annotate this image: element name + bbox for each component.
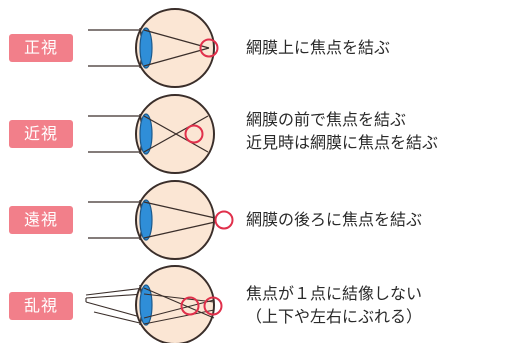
focus-point-circle — [214, 210, 234, 230]
eye-hyperopia-illustration — [88, 180, 234, 260]
refracted-ray — [143, 309, 215, 325]
description-line: （上下や左右にぶれる） — [246, 307, 423, 326]
row-myopia: 近視 網膜の前で焦点を結ぶ 近見時は網膜に焦点を結ぶ — [0, 86, 511, 174]
description-line: 近見時は網膜に焦点を結ぶ — [246, 133, 439, 152]
description-astigmatism: 焦点が１点に結像しない （上下や左右にぶれる） — [246, 282, 422, 328]
refracted-ray-bottom — [143, 47, 210, 67]
incoming-ray — [85, 293, 145, 299]
lens — [139, 27, 153, 69]
lens — [139, 113, 153, 155]
row-hyperopia: 遠視 網膜の後ろに焦点を結ぶ — [0, 172, 511, 260]
row-astigmatism: 乱視 焦点が１点に結像しない （上下や左右にぶれる） — [0, 258, 511, 343]
refracted-ray — [143, 287, 215, 319]
label-badge-hyperopia: 遠視 — [9, 206, 73, 234]
refracted-ray-bottom — [143, 115, 209, 153]
label-badge-myopia: 近視 — [9, 120, 73, 148]
refracted-ray — [143, 293, 215, 303]
refracted-ray-bottom — [143, 219, 225, 239]
eyeball — [135, 8, 215, 88]
description-myopia: 網膜の前で焦点を結ぶ 近見時は網膜に焦点を結ぶ — [246, 108, 438, 154]
focus-point-circle — [203, 296, 223, 316]
focus-point-circle — [184, 124, 204, 144]
focus-point-circle — [180, 296, 200, 316]
refracted-ray-top — [143, 29, 210, 49]
label-badge-astigmatism: 乱視 — [9, 292, 73, 320]
description-hyperopia: 網膜の後ろに焦点を結ぶ — [246, 208, 422, 231]
refracted-ray-top — [143, 201, 225, 221]
description-line: 網膜上に焦点を結ぶ — [246, 38, 391, 57]
incoming-ray — [85, 301, 145, 319]
incoming-ray — [85, 287, 145, 296]
eye-astigmatism-illustration — [85, 265, 223, 343]
focus-point-circle — [199, 38, 219, 58]
eye-emmetropia-illustration — [88, 8, 219, 88]
eyeball — [135, 265, 215, 343]
refracted-ray — [143, 299, 215, 319]
description-line: 網膜の後ろに焦点を結ぶ — [246, 210, 423, 229]
incoming-ray — [93, 311, 145, 325]
description-line: 焦点が１点に結像しない — [246, 284, 423, 303]
lens — [139, 199, 153, 241]
label-badge-emmetropia: 正視 — [9, 34, 73, 62]
row-emmetropia: 正視 網膜上に焦点を結ぶ — [0, 0, 511, 88]
eyeball — [135, 180, 215, 260]
description-emmetropia: 網膜上に焦点を結ぶ — [246, 36, 390, 59]
description-line: 網膜の前で焦点を結ぶ — [246, 110, 407, 129]
eye-myopia-illustration — [88, 94, 215, 174]
